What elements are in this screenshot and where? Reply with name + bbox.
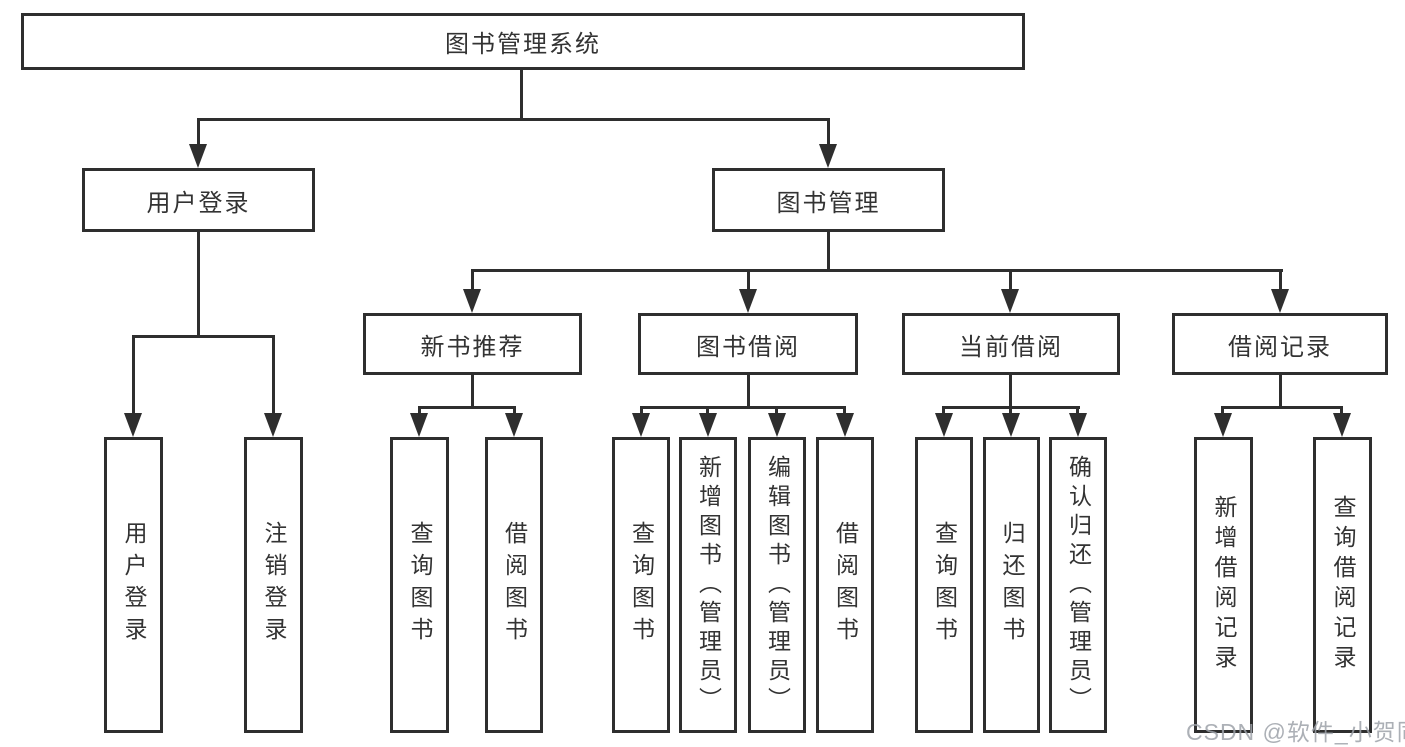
leaf-user-login-label: 用户登录: [121, 521, 147, 649]
connector-drop-br-query: [1340, 406, 1343, 416]
arrowhead-cb-query: [935, 413, 953, 437]
node-borrow-record: 借阅记录: [1172, 313, 1388, 375]
connector-drop-cb-query: [942, 406, 945, 416]
arrowhead-ul-login: [124, 413, 142, 437]
leaf-nbr-query-book-label: 查询图书: [407, 521, 433, 649]
leaf-bb-edit-book-admin-label: 编辑图书（管理员）: [764, 454, 791, 716]
leaf-br-add-record-label: 新增借阅记录: [1211, 495, 1237, 675]
leaf-bb-add-book-admin-label: 新增图书（管理员）: [695, 454, 722, 716]
node-root-label: 图书管理系统: [445, 31, 601, 58]
leaf-bb-query-book: 查询图书: [612, 437, 670, 733]
node-borrow-record-label: 借阅记录: [1228, 333, 1332, 361]
node-current-borrow: 当前借阅: [902, 313, 1120, 375]
node-current-borrow-label: 当前借阅: [959, 333, 1063, 361]
node-new-book-rec: 新书推荐: [363, 313, 582, 375]
leaf-br-query-record-label: 查询借阅记录: [1330, 495, 1356, 675]
connector-root-stem: [520, 68, 523, 120]
node-root: 图书管理系统: [21, 13, 1025, 70]
leaf-bb-query-book-label: 查询图书: [628, 521, 655, 649]
connector-drop-bb-query: [640, 406, 643, 416]
arrowhead-book-mgmt: [819, 144, 837, 168]
arrowhead-bb-add: [699, 413, 717, 437]
node-user-login: 用户登录: [82, 168, 315, 232]
leaf-br-add-record: 新增借阅记录: [1194, 437, 1253, 733]
arrowhead-user-login: [189, 144, 207, 168]
connector-drop-book-mgmt: [827, 118, 830, 148]
leaf-bb-edit-book-admin: 编辑图书（管理员）: [748, 437, 806, 733]
connector-drop-new-book-rec: [471, 269, 474, 291]
leaf-logout-login: 注销登录: [244, 437, 303, 733]
connector-bb-stem: [747, 373, 750, 408]
arrowhead-bb-borrow: [836, 413, 854, 437]
connector-nbr-stem: [471, 373, 474, 408]
connector-drop-ul-login: [132, 335, 135, 415]
arrowhead-bb-query: [632, 413, 650, 437]
connector-drop-current-borrow: [1009, 269, 1012, 291]
arrowhead-br-query: [1333, 413, 1351, 437]
connector-br-stem: [1279, 373, 1282, 408]
leaf-user-login: 用户登录: [104, 437, 163, 733]
node-new-book-rec-label: 新书推荐: [420, 333, 525, 361]
leaf-cb-query-book: 查询图书: [915, 437, 973, 733]
connector-drop-ul-logout: [272, 335, 275, 415]
connector-drop-nbr-query: [418, 406, 421, 416]
leaf-logout-login-label: 注销登录: [261, 521, 287, 649]
arrowhead-current-borrow: [1001, 289, 1019, 313]
connector-drop-nbr-borrow: [513, 406, 516, 416]
arrowhead-nbr-borrow: [505, 413, 523, 437]
leaf-cb-return-book: 归还图书: [983, 437, 1040, 733]
connector-drop-user-login: [197, 118, 200, 148]
leaf-nbr-borrow-book: 借阅图书: [485, 437, 543, 733]
node-book-borrow-label: 图书借阅: [696, 333, 800, 361]
connector-root-bar: [197, 118, 830, 121]
node-book-mgmt: 图书管理: [712, 168, 945, 232]
connector-bb-bar: [640, 406, 846, 409]
leaf-cb-confirm-return-admin-label: 确认归还（管理员）: [1065, 454, 1092, 716]
connector-user-bar: [132, 335, 275, 338]
leaf-nbr-borrow-book-label: 借阅图书: [501, 521, 528, 649]
arrowhead-new-book-rec: [463, 289, 481, 313]
leaf-bb-borrow-book: 借阅图书: [816, 437, 874, 733]
arrowhead-borrow-record: [1271, 289, 1289, 313]
node-user-login-label: 用户登录: [146, 189, 251, 217]
connector-drop-book-borrow: [747, 269, 750, 291]
arrowhead-cb-confirm: [1069, 413, 1087, 437]
node-book-mgmt-label: 图书管理: [776, 189, 881, 217]
connector-drop-borrow-record: [1279, 269, 1282, 291]
arrowhead-bb-edit: [768, 413, 786, 437]
arrowhead-ul-logout: [264, 413, 282, 437]
leaf-cb-query-book-label: 查询图书: [931, 521, 958, 649]
connector-mgmt-stem: [827, 230, 830, 272]
leaf-nbr-query-book: 查询图书: [390, 437, 449, 733]
arrowhead-cb-return: [1002, 413, 1020, 437]
arrowhead-book-borrow: [739, 289, 757, 313]
connector-cb-stem: [1009, 373, 1012, 408]
connector-user-stem: [197, 230, 200, 337]
leaf-cb-confirm-return-admin: 确认归还（管理员）: [1049, 437, 1107, 733]
connector-drop-cb-return: [1009, 406, 1012, 416]
connector-drop-cb-confirm: [1076, 406, 1079, 416]
connector-drop-br-add: [1221, 406, 1224, 416]
arrowhead-br-add: [1214, 413, 1232, 437]
leaf-bb-add-book-admin: 新增图书（管理员）: [679, 437, 737, 733]
leaf-cb-return-book-label: 归还图书: [999, 521, 1025, 649]
watermark: CSDN @软件_小贺同学: [1186, 719, 1405, 745]
connector-nbr-bar: [418, 406, 516, 409]
leaf-br-query-record: 查询借阅记录: [1313, 437, 1372, 733]
connector-mgmt-bar: [471, 269, 1283, 272]
arrowhead-nbr-query: [410, 413, 428, 437]
connector-br-bar: [1222, 406, 1343, 409]
connector-drop-bb-edit: [775, 406, 778, 416]
connector-drop-bb-borrow: [843, 406, 846, 416]
leaf-bb-borrow-book-label: 借阅图书: [832, 521, 859, 649]
connector-drop-bb-add: [706, 406, 709, 416]
node-book-borrow: 图书借阅: [638, 313, 858, 375]
